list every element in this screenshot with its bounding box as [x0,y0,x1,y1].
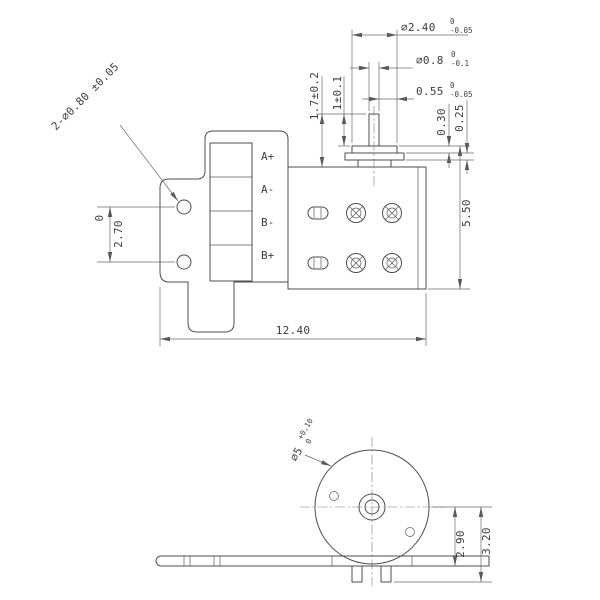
dim-body-height: 5.50 [428,146,473,290]
dim-hole-datum-text: 0 [93,215,106,222]
dim-hole-spacing: 0 2.70 [93,206,175,263]
shaft-boss [357,159,392,168]
dim-body-height-text: 5.50 [460,199,473,227]
terminal-screw-4 [382,253,402,273]
dim-tip-offset-text: 0.55 [416,85,444,98]
terminal-label-b-minus: B- [261,216,274,229]
dim-tip-dia-text: ⌀0.8 [416,54,444,67]
mount-hole-bottom [176,254,192,270]
dim-flange-thickness: 0.25 [406,100,474,174]
dim-tip-dia-tol-hi: 0 [451,50,456,59]
dim-boss-dia-tol-hi: 0 [450,17,455,26]
dim-body-dia-text: ⌀5 [287,445,305,464]
dim-mount-holes-text: 2-⌀0.80 ±0.05 [49,60,122,133]
dim-shaft-length-text: 1.7±0.2 [308,72,321,120]
mounting-bracket-outline [159,130,289,333]
dim-plate-to-center-text: 2.90 [454,530,467,558]
dim-hole-spacing-text: 2.70 [112,220,125,248]
terminal-screw-2 [382,203,402,223]
terminal-block [209,142,253,282]
dim-body-dia-tol-lo: 0 [304,437,314,446]
terminal-label-a-plus: A+ [261,150,275,163]
dim-mount-holes: 2-⌀0.80 ±0.05 [49,60,179,202]
motor-body [287,166,427,290]
shaft-washer [351,145,398,154]
dim-washer-thickness-text: 0.30 [435,108,448,136]
terminal-pins [351,565,392,583]
shaft-assembly [344,106,405,186]
dim-overall-width-text: 12.40 [276,324,311,337]
dim-overall-height-text: 3.20 [480,527,493,555]
side-view: ⌀5 +0.10 0 2.90 3.20 [155,416,493,586]
dim-flange-thickness-text: 0.25 [453,104,466,132]
dim-boss-dia-tol-lo: -0.05 [450,26,473,35]
dim-shaft-length: 1.7±0.2 [308,72,325,167]
terminal-label-b-plus: B+ [261,249,275,262]
dim-plate-to-center: 2.90 [432,506,492,566]
dim-tip-length-text: 1±0.1 [331,76,344,111]
face-hole-right [405,527,415,537]
dim-tip-offset-tol-hi: 0 [450,81,455,90]
front-view: A+ A- B- B+ [49,17,474,346]
face-hole-left [329,491,339,501]
slot-hole-bottom [307,256,329,270]
dim-tip-offset-tol-lo: -0.05 [450,90,473,99]
dim-tip-offset: 0.55 0 -0.05 [362,81,473,102]
terminal-screw-1 [346,203,366,223]
dim-tip-dia-tol-lo: -0.1 [451,59,469,68]
dim-tip-length: 1±0.1 [316,76,366,147]
slot-hole-top [307,206,329,220]
mounting-plate [155,555,490,567]
dim-overall-width: 12.40 [159,287,427,346]
dim-boss-dia-text: ⌀2.40 [401,21,436,34]
dim-washer-thickness: 0.30 [399,104,474,168]
dim-boss-diameter: ⌀2.40 0 -0.05 [351,17,473,143]
shaft-flange [344,152,405,161]
dim-body-diameter: ⌀5 +0.10 0 [287,416,332,467]
dim-overall-height: 3.20 [394,507,493,583]
terminal-label-a-minus: A- [261,183,274,196]
terminal-screw-3 [346,253,366,273]
dim-tip-diameter: ⌀0.8 0 -0.1 [350,50,469,111]
mount-hole-top [176,199,192,215]
